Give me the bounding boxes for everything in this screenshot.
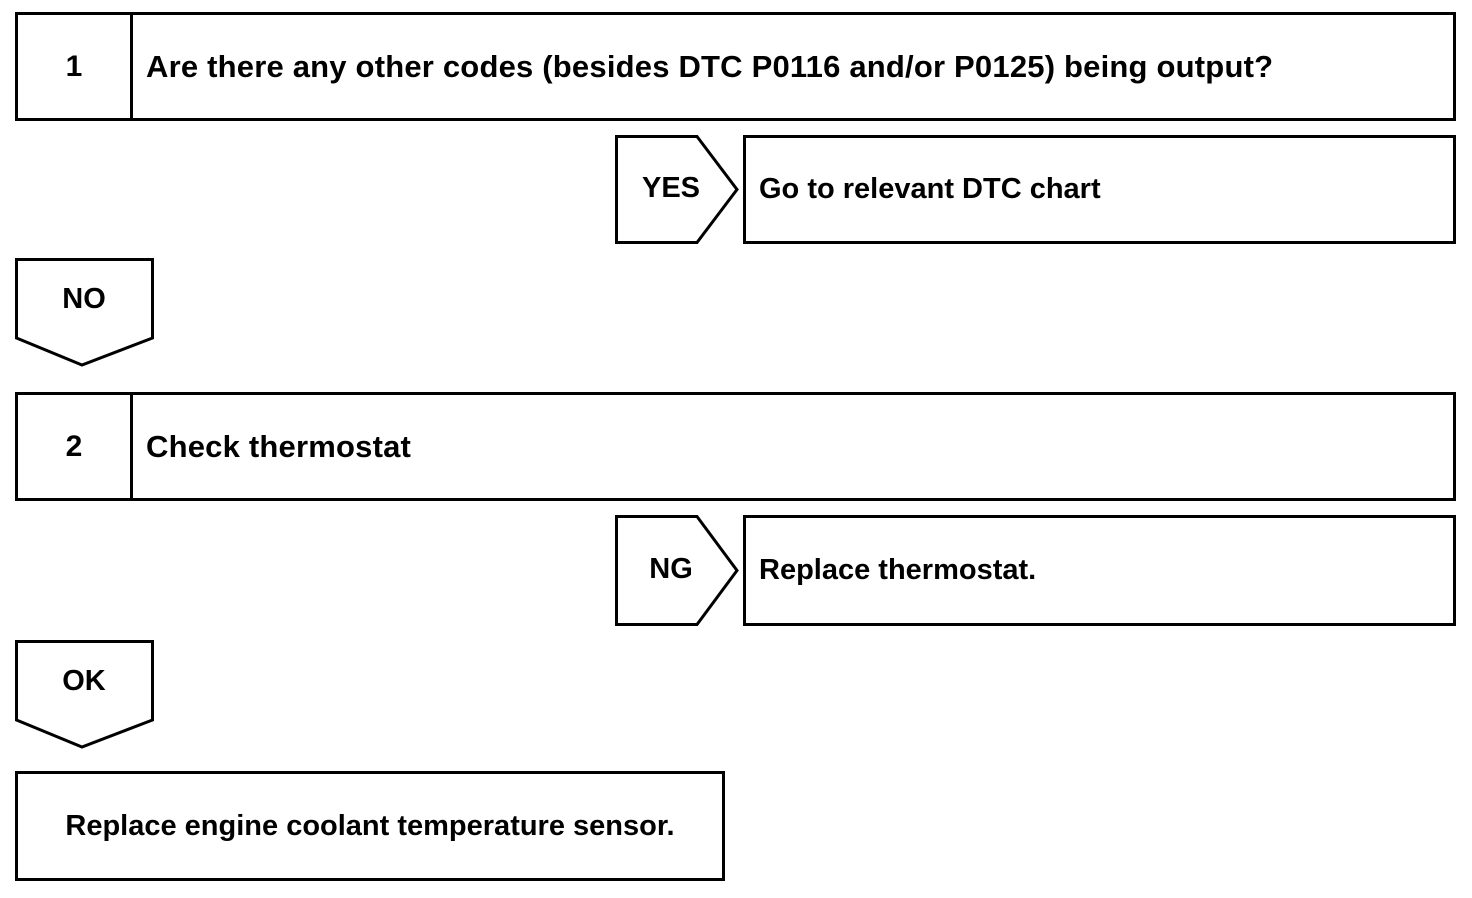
ok-flow-label: OK [62,665,106,697]
no-flow-arrow-shape [15,258,154,367]
step-2-box: 2 Check thermostat [15,392,1456,501]
yes-branch-label: YES [641,172,701,204]
step-1-box: 1 Are there any other codes (besides DTC… [15,12,1456,121]
step-2-title: Check thermostat [146,428,412,464]
ok-flow-arrow-shape [15,640,154,749]
step-1-question: Are there any other codes (besides DTC P… [146,48,1274,84]
no-flow-tag: NO [15,258,155,368]
no-flow-label: NO [62,283,106,315]
step-2-number: 2 [18,395,133,498]
yes-result-text: Go to relevant DTC chart [759,173,1101,205]
yes-branch-tag: YES [615,135,740,244]
step-1-number: 1 [18,15,133,118]
yes-branch-arrow-shape [615,135,739,244]
ok-flow-tag: OK [15,640,155,750]
yes-result-box: Go to relevant DTC chart [743,135,1456,244]
ng-result-box: Replace thermostat. [743,515,1456,626]
ng-result-text: Replace thermostat. [759,554,1037,586]
ng-branch-tag: NG [615,515,740,626]
ng-branch-arrow-shape [615,515,739,626]
final-action-text: Replace engine coolant temperature senso… [65,809,675,842]
final-action-box: Replace engine coolant temperature senso… [15,771,725,881]
ng-branch-label: NG [649,553,693,585]
